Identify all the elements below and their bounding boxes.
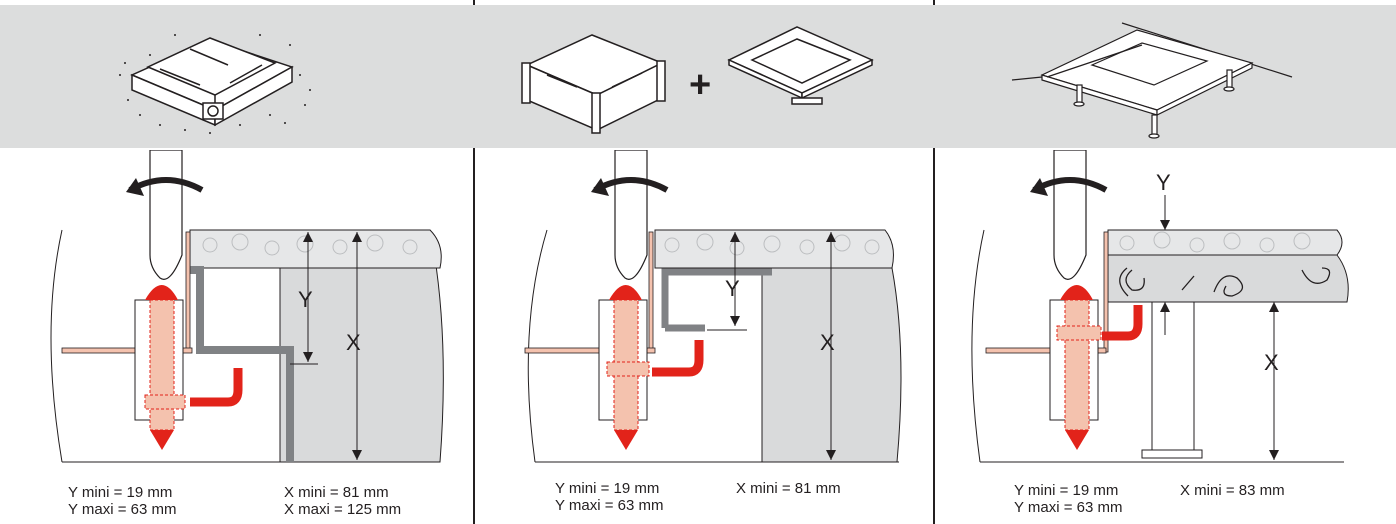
x-maxi-text: X maxi = 125 mm [284,501,402,518]
panel-header [0,5,467,148]
x-spec: X mini = 81 mm X maxi = 125 mm [284,484,401,518]
plus-sign: + [689,64,711,106]
panel-raised-floor: Y X Y mini = 19 mm Y maxi = 63 mm X mini… [932,0,1396,524]
raised-floor-tile-icon [1011,22,1293,139]
panel-screed-floor: Y X Y mini = 19 mm Y maxi = 63 mm X mini… [0,0,467,524]
y-mini-text: Y mini = 19 mm [555,480,660,497]
dimension-x-label: X [1264,350,1279,375]
x-spec: X mini = 83 mm [1180,482,1285,499]
dimension-y-label: Y [1156,170,1171,195]
dimension-y-label: Y [725,276,740,301]
dimension-y-label: Y [298,287,313,312]
panel-concrete-floor: + [467,0,932,524]
installation-diagram: Y X [932,150,1396,480]
y-maxi-text: Y maxi = 63 mm [1014,499,1123,516]
x-mini-text: X mini = 81 mm [284,484,389,501]
dimension-x-label: X [820,330,835,355]
installation-diagram: Y X [467,150,932,480]
cross-section-diagram: Y X [50,150,444,463]
y-mini-text: Y mini = 19 mm [68,484,173,501]
panel-header [932,5,1396,148]
panel-divider [933,0,935,524]
installation-diagram: Y X [0,150,467,480]
y-maxi-text: Y maxi = 63 mm [68,501,177,518]
x-spec: X mini = 81 mm [736,480,841,497]
cross-section-diagram: Y X [524,150,902,463]
x-mini-text: X mini = 83 mm [1180,482,1285,499]
y-spec: Y mini = 19 mm Y maxi = 63 mm [555,480,664,514]
panel-divider [473,0,475,524]
y-spec: Y mini = 19 mm Y maxi = 63 mm [1014,482,1123,516]
dimension-x-label: X [346,330,361,355]
x-mini-text: X mini = 81 mm [736,480,841,497]
y-mini-text: Y mini = 19 mm [1014,482,1119,499]
panel-header: + [467,5,932,148]
y-spec: Y mini = 19 mm Y maxi = 63 mm [68,484,177,518]
floor-box-with-frame-icon: + [521,26,874,134]
floor-box-in-screed-icon [119,34,311,134]
cross-section-diagram: Y X [971,150,1349,463]
y-maxi-text: Y maxi = 63 mm [555,497,664,514]
